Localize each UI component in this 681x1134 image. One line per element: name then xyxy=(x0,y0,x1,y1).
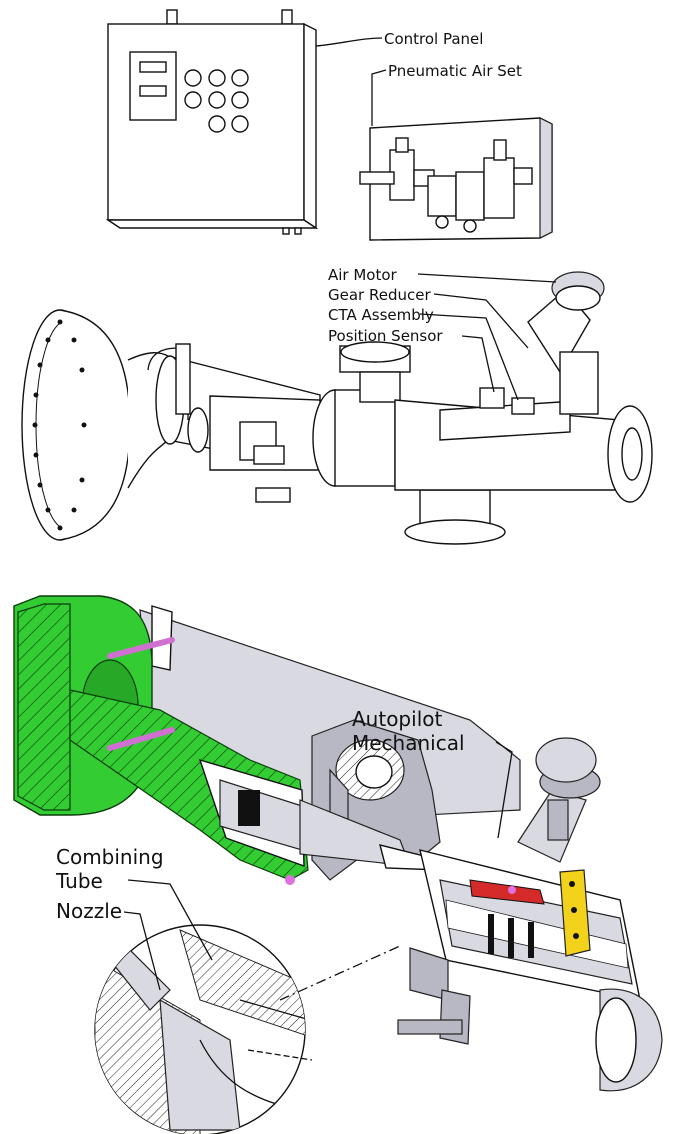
control-panel-leader xyxy=(315,37,383,47)
ejector-assembly xyxy=(21,271,653,545)
pink-rod-top xyxy=(107,637,175,659)
autopilot-label-line2: Mechanical xyxy=(352,731,465,755)
position-sensor-leader xyxy=(461,335,495,393)
combining-tube-label-line2: Tube xyxy=(55,869,103,893)
panel-knobs xyxy=(184,69,249,133)
gear-reducer-label: Gear Reducer xyxy=(328,286,431,304)
end-cap-bolts xyxy=(32,319,87,531)
position-sensor-label: Position Sensor xyxy=(328,327,443,345)
gear-reducer-leader xyxy=(433,293,529,349)
autopilot-label-line1: Autopilot xyxy=(352,707,442,731)
air-motor-label: Air Motor xyxy=(328,266,398,284)
yellow-sensor-block xyxy=(559,869,591,957)
nozzle-zoom-detail xyxy=(94,924,401,1134)
autopilot-leader xyxy=(495,741,513,839)
pneumatic-air-set-leader xyxy=(371,69,387,126)
cta-assembly-label: CTA Assembly xyxy=(328,306,434,324)
nozzle-leader xyxy=(123,911,161,991)
cta-assembly-leader xyxy=(419,313,519,401)
section-view xyxy=(13,595,663,1092)
pneumatic-air-set-label: Pneumatic Air Set xyxy=(388,62,522,80)
combining-tube-leader xyxy=(127,879,213,961)
combining-tube-label-line1: Combining xyxy=(56,845,164,869)
control-panel xyxy=(105,9,319,235)
nozzle-label: Nozzle xyxy=(56,899,122,923)
air-motor-leader xyxy=(417,273,557,283)
pneumatic-air-set xyxy=(359,117,553,241)
control-panel-label: Control Panel xyxy=(384,30,483,48)
